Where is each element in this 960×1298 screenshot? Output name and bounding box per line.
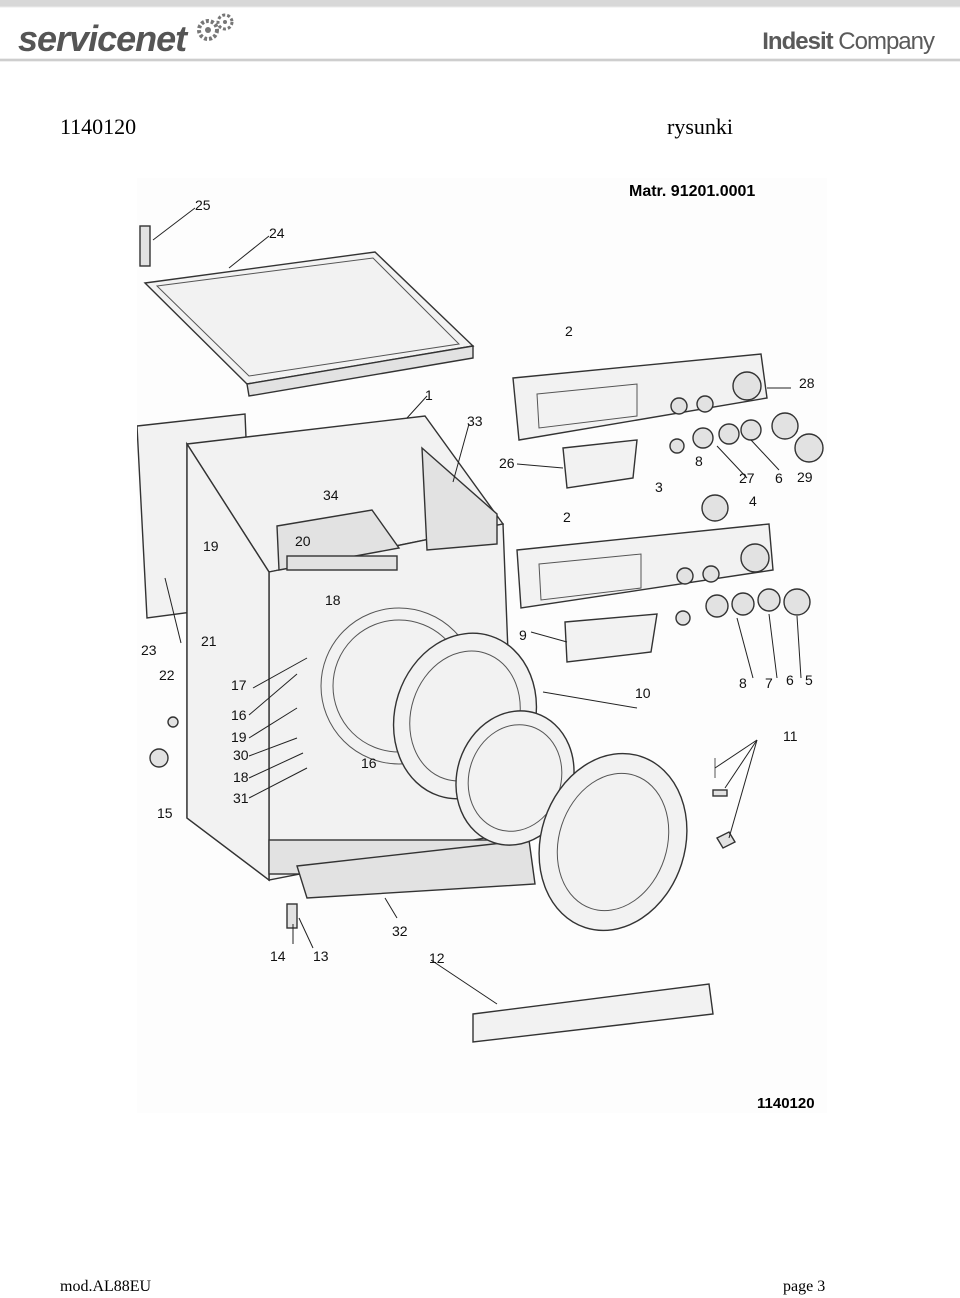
callout-label: 26 <box>499 455 515 471</box>
document-number: 1140120 <box>60 114 137 139</box>
control-panel-lower-part <box>516 523 774 663</box>
callout-label: 34 <box>323 487 339 503</box>
callout-label: 30 <box>233 747 249 763</box>
callout-label: 19 <box>231 729 247 745</box>
indesit-logo-bold: Indesit <box>762 28 833 55</box>
matr-label: Matr. 91201.0001 <box>629 183 755 200</box>
callout-label: 6 <box>786 672 794 688</box>
callout-label: 18 <box>325 592 341 608</box>
knobs-part <box>669 412 824 626</box>
kick-plate-part <box>472 983 714 1043</box>
callout-label: 18 <box>233 769 249 785</box>
callout-label: 19 <box>203 538 219 554</box>
callout-label: 5 <box>805 672 813 688</box>
callout-label: 11 <box>783 728 798 744</box>
page-number: page 3 <box>783 1278 826 1295</box>
exploded-view-drawing: Matr. 91201.0001 <box>136 178 827 1113</box>
callout-label: 7 <box>765 675 773 691</box>
leader-lines <box>152 207 802 1005</box>
door-handle-parts <box>712 758 736 849</box>
door-assembly-part <box>392 632 688 932</box>
top-lid-part <box>143 251 475 397</box>
callout-label: 22 <box>159 667 175 683</box>
model-footer: mod.AL88EU <box>60 1278 152 1295</box>
callout-label: 2 <box>563 509 571 525</box>
gears-icon <box>197 13 234 41</box>
callout-label: 17 <box>231 677 247 693</box>
callout-label: 23 <box>141 642 157 658</box>
callout-label: 8 <box>695 453 703 469</box>
callout-label: 13 <box>313 948 329 964</box>
callout-label: 21 <box>201 633 217 649</box>
callout-label: 32 <box>392 923 408 939</box>
callout-label: 6 <box>775 470 783 486</box>
indesit-logo-rest: Company <box>832 28 935 55</box>
callout-label: 31 <box>233 790 249 806</box>
callout-label: 12 <box>429 950 445 966</box>
document-kind: rysunki <box>667 114 733 139</box>
callout-labels: 25 24 2 1 33 28 26 8 27 6 29 3 4 34 2 19… <box>141 197 815 966</box>
small-plug-part <box>167 716 179 728</box>
servicenet-logo-text: servicenet <box>18 18 187 59</box>
exploded-view-svg: Matr. 91201.0001 <box>136 183 824 1112</box>
cabinet-body-part <box>185 415 536 899</box>
callout-label: 29 <box>797 469 813 485</box>
callout-label: 25 <box>195 197 211 213</box>
drawing-number: 1140120 <box>757 1095 815 1112</box>
callout-label: 10 <box>635 685 651 701</box>
servicenet-logo: servicenet <box>18 18 187 60</box>
callout-label: 1 <box>425 387 433 403</box>
callout-label: 3 <box>655 479 663 495</box>
callout-label: 2 <box>565 323 573 339</box>
callout-label: 16 <box>231 707 247 723</box>
foot-part <box>286 903 298 929</box>
callout-label: 9 <box>519 627 527 643</box>
callout-label: 24 <box>269 225 285 241</box>
callout-label: 14 <box>270 948 286 964</box>
callout-label: 20 <box>295 533 311 549</box>
callout-label: 8 <box>739 675 747 691</box>
callout-label: 27 <box>739 470 755 486</box>
indesit-company-logo: Indesit Company <box>762 28 935 56</box>
pump-filter-part <box>149 748 169 768</box>
callout-label: 15 <box>157 805 173 821</box>
callout-label: 16 <box>361 755 377 771</box>
callout-label: 4 <box>749 493 757 509</box>
control-panel-upper-part <box>512 353 768 489</box>
callout-label: 33 <box>467 413 483 429</box>
lid-hinge-part <box>139 225 151 267</box>
header-bar <box>0 0 960 62</box>
callout-label: 28 <box>799 375 815 391</box>
